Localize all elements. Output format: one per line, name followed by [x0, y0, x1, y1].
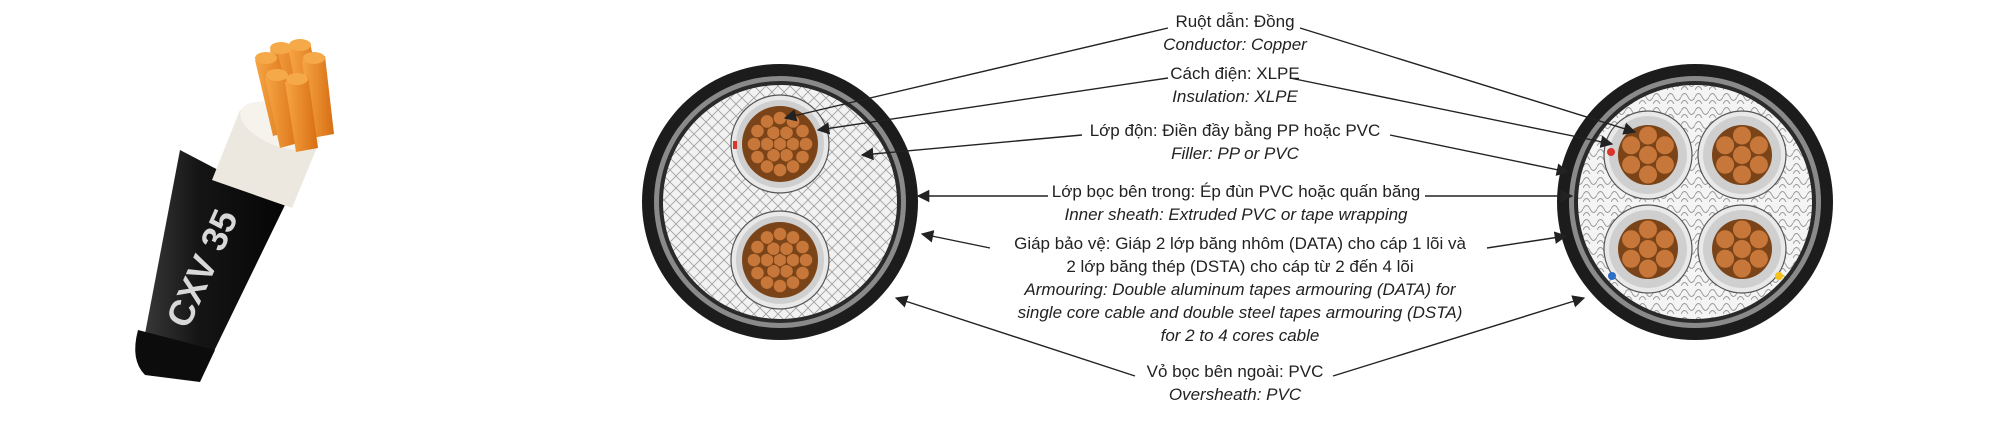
label-filler-vi: Lớp độn: Điền đầy bằng PP hoặc PVC: [1089, 121, 1381, 140]
core-1: [730, 94, 830, 194]
leader-insulation-right: [1289, 77, 1614, 148]
filler-area: [663, 85, 897, 319]
label-insulation-vi: Cách điện: XLPE: [1170, 64, 1300, 83]
label-oversheath: Vỏ bọc bên ngoài: PVC Oversheath: PVC: [1110, 360, 1360, 406]
core-2: [1697, 110, 1787, 200]
copper-strands: [255, 39, 334, 152]
label-armouring-en-line-2: single core cable and double steel tapes…: [1017, 303, 1463, 322]
core-2: [730, 210, 830, 310]
label-conductor-vi: Ruột dẫn: Đồng: [1175, 12, 1295, 31]
label-inner-sheath-en: Inner sheath: Extruded PVC or tape wrapp…: [1064, 205, 1408, 224]
leader-armouring-left: [920, 230, 991, 249]
leader-conductor-left: [783, 27, 1169, 122]
four-core-cross-section: [1557, 64, 1833, 340]
leader-filler-right: [1389, 134, 1570, 176]
label-filler-en: Filler: PP or PVC: [1171, 144, 1299, 163]
label-armouring-en-line-1: Armouring: Double aluminum tapes armouri…: [1024, 280, 1456, 299]
label-armouring-vi-line-1: Giáp bảo vệ: Giáp 2 lớp băng nhôm (DATA)…: [1014, 234, 1466, 253]
cable-photo: CXV 35: [135, 39, 334, 382]
label-armouring-vi-line-2: 2 lớp băng thép (DSTA) cho cáp từ 2 đến …: [1066, 257, 1414, 276]
leader-armouring-right: [1486, 231, 1568, 249]
leader-oversheath-right: [1332, 295, 1586, 377]
label-inner-sheath: Lớp bọc bên trong: Ép đùn PVC hoặc quấn …: [1050, 180, 1422, 226]
core-3: [1603, 204, 1693, 294]
core-4: [1697, 204, 1787, 294]
label-inner-sheath-vi: Lớp bọc bên trong: Ép đùn PVC hoặc quấn …: [1051, 182, 1421, 201]
label-oversheath-vi: Vỏ bọc bên ngoài: PVC: [1146, 362, 1324, 381]
label-armouring-en-line-3: for 2 to 4 cores cable: [1160, 326, 1320, 345]
label-insulation: Cách điện: XLPE Insulation: XLPE: [1110, 62, 1360, 108]
outer-jacket: [140, 150, 285, 380]
label-filler: Lớp độn: Điền đầy bằng PP hoặc PVC Fille…: [1085, 119, 1385, 165]
leader-conductor-right: [1299, 27, 1637, 135]
label-conductor-en: Conductor: Copper: [1163, 35, 1307, 54]
label-armouring: Giáp bảo vệ: Giáp 2 lớp băng nhôm (DATA)…: [995, 232, 1485, 347]
two-core-cross-section: [642, 64, 918, 340]
leader-filler-left: [860, 134, 1083, 161]
label-insulation-en: Insulation: XLPE: [1172, 87, 1298, 106]
leader-insulation-left: [816, 77, 1169, 135]
label-conductor: Ruột dẫn: Đồng Conductor: Copper: [1110, 10, 1360, 56]
leader-oversheath-left: [894, 295, 1136, 377]
label-oversheath-en: Oversheath: PVC: [1168, 385, 1302, 404]
